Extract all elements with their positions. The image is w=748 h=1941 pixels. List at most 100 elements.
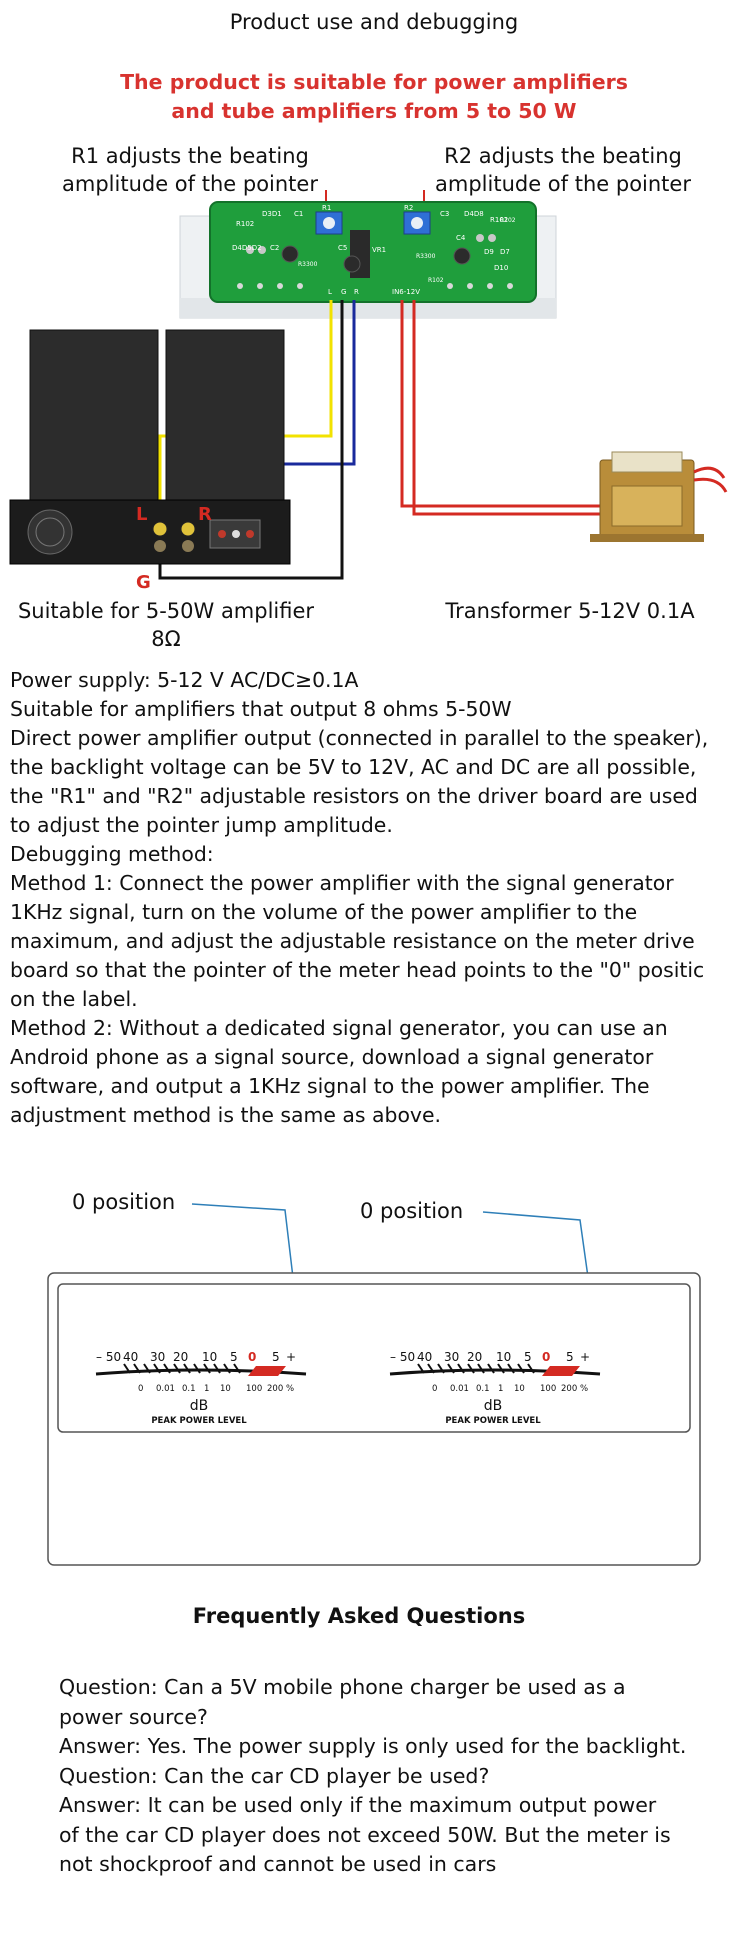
- board-mark: C1: [294, 210, 303, 218]
- faq-line: of the car CD player does not exceed 50W…: [59, 1822, 671, 1847]
- board-mark: C2: [270, 244, 279, 252]
- description-line: on the label.: [10, 987, 138, 1011]
- description-line: Power supply: 5-12 V AC/DC≥0.1A: [10, 668, 359, 692]
- top-scale-label: – 50: [96, 1350, 121, 1364]
- top-scale-label: 10: [202, 1350, 217, 1364]
- faq-line: Question: Can the car CD player be used?: [59, 1763, 490, 1788]
- amplifier-caption: Suitable for 5-50W amplifier 8Ω: [17, 599, 315, 651]
- board-mark: R3300: [298, 261, 318, 268]
- transformer: [590, 451, 728, 542]
- board-mark: R3300: [416, 253, 436, 260]
- top-scale-label: 30: [444, 1350, 459, 1364]
- description-line: Debugging method:: [10, 842, 214, 866]
- bottom-scale-label: 0: [432, 1384, 437, 1394]
- wiring-diagram: R102 D3D1 C1 R1 R2 C3 D4D8 R102 D4D5D2 C…: [9, 190, 728, 593]
- faq-line: Answer: Yes. The power supply is only us…: [59, 1734, 687, 1758]
- board-mark: G: [341, 288, 346, 296]
- top-scale-label: 30: [150, 1350, 165, 1364]
- page-title: Product use and debugging: [229, 10, 519, 34]
- r1-label: R1 adjusts the beating amplitude of the …: [40, 142, 340, 198]
- board-mark: D9: [484, 248, 494, 256]
- top-scale-label: 20: [173, 1350, 188, 1364]
- bottom-scale-label: 10: [220, 1384, 231, 1394]
- bottom-scale-label: 0.1: [476, 1384, 490, 1394]
- scale-tick: [123, 1363, 131, 1374]
- description-line: the backlight voltage can be 5V to 12V, …: [10, 755, 697, 779]
- bottom-scale-label: %: [286, 1384, 294, 1394]
- description-line: Android phone as a signal source, downlo…: [10, 1045, 654, 1069]
- terminal-r-label: R: [198, 504, 212, 525]
- scale-tick: [193, 1363, 201, 1374]
- scale-tick: [507, 1363, 515, 1374]
- bottom-scale-label: 200: [561, 1384, 577, 1394]
- bottom-scale-label: 10: [514, 1384, 525, 1394]
- headline: The product is suitable for power amplif…: [0, 68, 748, 126]
- bottom-scale-label: 0.1: [182, 1384, 196, 1394]
- board-mark: C5: [338, 244, 347, 252]
- scale-tick: [203, 1363, 211, 1374]
- zero-position-label-left: 0 position: [72, 1190, 175, 1214]
- description-line: Direct power amplifier output (connected…: [10, 726, 709, 750]
- meter-caption: PEAK POWER LEVEL: [151, 1416, 247, 1426]
- scale-tick: [517, 1363, 525, 1374]
- faq-line: not shockproof and cannot be used in car…: [59, 1852, 497, 1876]
- scale-tick: [143, 1363, 151, 1374]
- scale-tick: [213, 1363, 221, 1374]
- board-mark: IN6-12V: [392, 288, 420, 296]
- description-line: Method 1: Connect the power amplifier wi…: [10, 871, 674, 895]
- board-mark: R102: [500, 217, 516, 224]
- description-line: the "R1" and "R2" adjustable resistors o…: [10, 784, 698, 808]
- scale-tick: [527, 1363, 535, 1374]
- scale-tick: [457, 1363, 465, 1374]
- description: Power supply: 5-12 V AC/DC≥0.1A Suitable…: [10, 666, 748, 1130]
- board-mark: L: [328, 288, 332, 296]
- bottom-scale-label: 1: [204, 1384, 209, 1394]
- scale-tick: [467, 1363, 475, 1374]
- r2-label: R2 adjusts the beating amplitude of the …: [413, 142, 713, 198]
- description-line: maximum, and adjust the adjustable resis…: [10, 929, 695, 953]
- board-mark: C4: [456, 234, 466, 242]
- top-scale-label: 5: [272, 1350, 280, 1364]
- scale-tick: [447, 1363, 455, 1374]
- description-line: 1KHz signal, turn on the volume of the p…: [10, 900, 638, 924]
- zero-position-label-right: 0 position: [360, 1199, 463, 1223]
- scale-tick: [437, 1363, 445, 1374]
- faq-line: power source?: [59, 1704, 208, 1729]
- unit-label: dB: [190, 1398, 209, 1414]
- top-scale-label: 5: [566, 1350, 574, 1364]
- faq-list: Question: Can a 5V mobile phone charger …: [59, 1673, 739, 1880]
- headline-line-1: The product is suitable for power amplif…: [120, 70, 628, 94]
- top-scale-label: 5: [524, 1350, 532, 1364]
- bottom-scale-label: 0.01: [450, 1384, 469, 1394]
- transformer-caption: Transformer 5-12V 0.1A: [445, 599, 695, 623]
- top-scale-label: 0: [248, 1350, 256, 1364]
- board-mark: C3: [440, 210, 449, 218]
- board-mark: D4D5D2: [232, 244, 262, 252]
- top-scale-label: 40: [417, 1350, 432, 1364]
- description-line: software, and output a 1KHz signal to th…: [10, 1074, 650, 1098]
- top-scale-label: – 50: [390, 1350, 415, 1364]
- r2-label-line-1: R2 adjusts the beating: [444, 144, 682, 168]
- scale-tick: [497, 1363, 505, 1374]
- bottom-scale-label: 100: [540, 1384, 556, 1394]
- terminal-l-label: L: [136, 504, 147, 525]
- top-scale-label: +: [580, 1350, 590, 1364]
- scale-tick: [133, 1363, 141, 1374]
- faq-title: Frequently Asked Questions: [192, 1604, 526, 1628]
- top-scale-label: +: [286, 1350, 296, 1364]
- driver-board: R102 D3D1 C1 R1 R2 C3 D4D8 R102 D4D5D2 C…: [209, 201, 537, 303]
- scale-tick: [487, 1363, 495, 1374]
- description-line: adjustment method is the same as above.: [10, 1103, 442, 1127]
- scale-tick: [163, 1363, 171, 1374]
- description-line: Suitable for amplifiers that output 8 oh…: [10, 697, 512, 721]
- scale-tick: [417, 1363, 425, 1374]
- board-mark: R1: [322, 204, 331, 212]
- description-line: to adjust the pointer jump amplitude.: [10, 813, 393, 837]
- board-mark: R: [354, 288, 359, 296]
- scale-tick: [173, 1363, 181, 1374]
- bottom-scale-label: 100: [246, 1384, 262, 1394]
- bottom-scale-label: 0.01: [156, 1384, 175, 1394]
